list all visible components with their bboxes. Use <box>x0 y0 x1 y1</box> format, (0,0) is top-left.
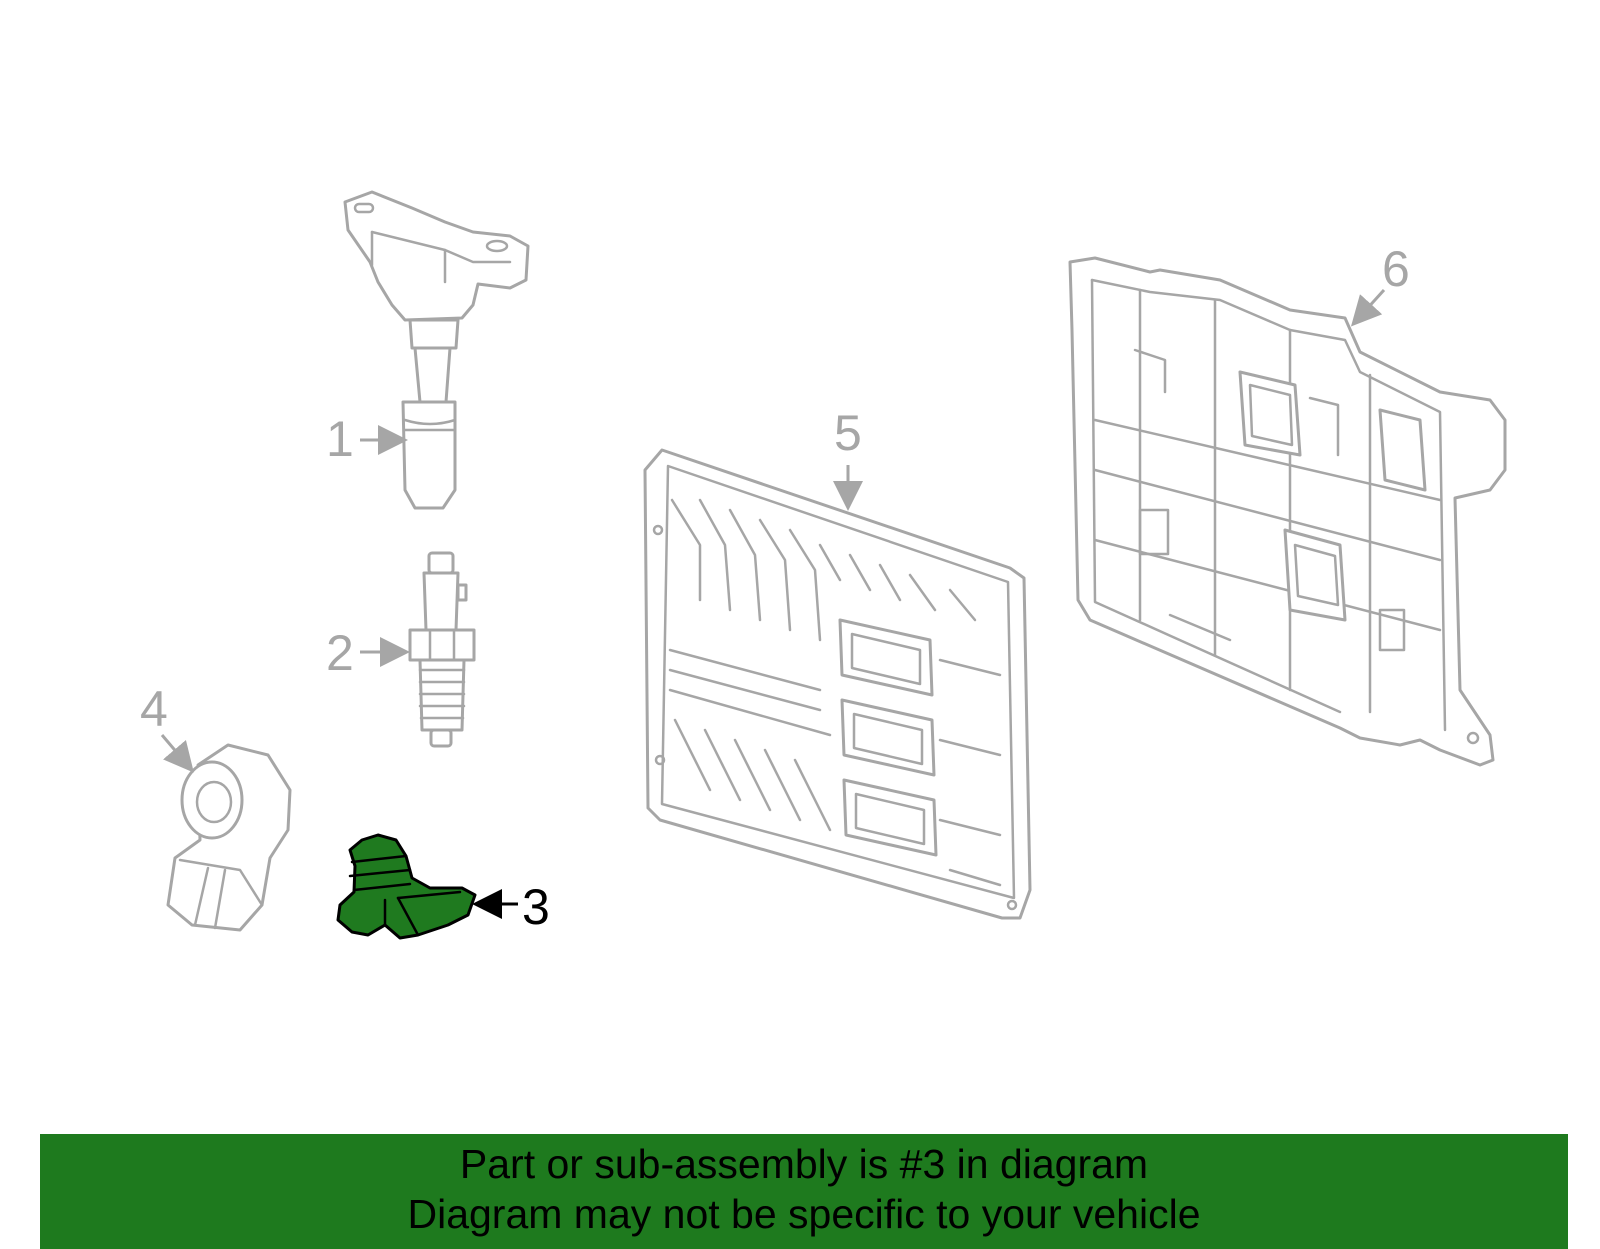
bracket-drawing <box>1068 256 1507 767</box>
callout-3: 3 <box>472 879 550 935</box>
callout-2-number: 2 <box>326 625 354 681</box>
callout-1-number: 1 <box>326 411 354 467</box>
banner-line-2: Diagram may not be specific to your vehi… <box>407 1191 1201 1237</box>
camshaft-sensor-drawing <box>336 833 477 940</box>
callout-2: 2 <box>326 625 410 681</box>
callout-5: 5 <box>833 405 863 511</box>
ignition-coil-drawing <box>343 190 530 510</box>
callout-6-number: 6 <box>1382 241 1410 297</box>
spark-plug-drawing <box>408 551 476 748</box>
callout-6: 6 <box>1350 241 1410 327</box>
callout-3-number: 3 <box>522 879 550 935</box>
info-banner: Part or sub-assembly is #3 in diagram Di… <box>40 1134 1568 1249</box>
callout-4-number: 4 <box>140 681 168 737</box>
callout-1: 1 <box>326 411 408 467</box>
banner-line-1: Part or sub-assembly is #3 in diagram <box>459 1141 1149 1187</box>
ecm-drawing <box>643 448 1032 920</box>
callout-4: 4 <box>140 681 194 773</box>
callout-5-number: 5 <box>834 405 862 461</box>
knock-sensor-drawing <box>166 743 292 932</box>
